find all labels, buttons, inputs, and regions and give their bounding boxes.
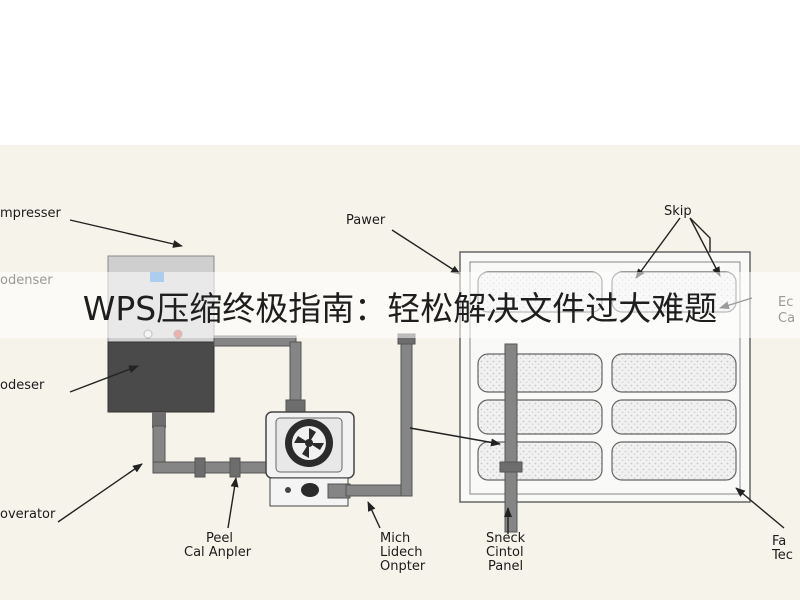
label-compressor: mpresser: [0, 206, 62, 221]
label-right-bottom-2: Tec: [771, 548, 793, 563]
title-banner: [0, 272, 800, 338]
page-title: WPS压缩终极指南：轻松解决文件过大难题: [82, 289, 718, 328]
label-right-bottom-1: Fa: [772, 534, 786, 549]
label-evaporator: overator: [0, 507, 56, 522]
label-peel-1: Peel: [206, 531, 233, 546]
label-snack-1: Sneck: [486, 531, 526, 546]
callout-arrows: [57, 217, 785, 534]
label-peel-2: Cal Anpler: [184, 545, 252, 560]
control-pipe: [504, 343, 518, 533]
label-mich-3: Onpter: [380, 559, 426, 574]
compressor-body: [107, 341, 215, 413]
compressor-outlet: [152, 412, 166, 428]
label-mich-2: Lidech: [380, 545, 423, 560]
label-snack-3: Panel: [488, 559, 523, 574]
label-shelf: Skip: [664, 204, 692, 219]
label-condenser: odeser: [0, 378, 45, 393]
label-mich-1: Mich: [380, 531, 410, 546]
piping-center: [345, 333, 416, 497]
condenser-fan-unit: [265, 411, 355, 507]
label-power: Pawer: [346, 213, 386, 228]
label-snack-2: Cintol: [486, 545, 524, 560]
